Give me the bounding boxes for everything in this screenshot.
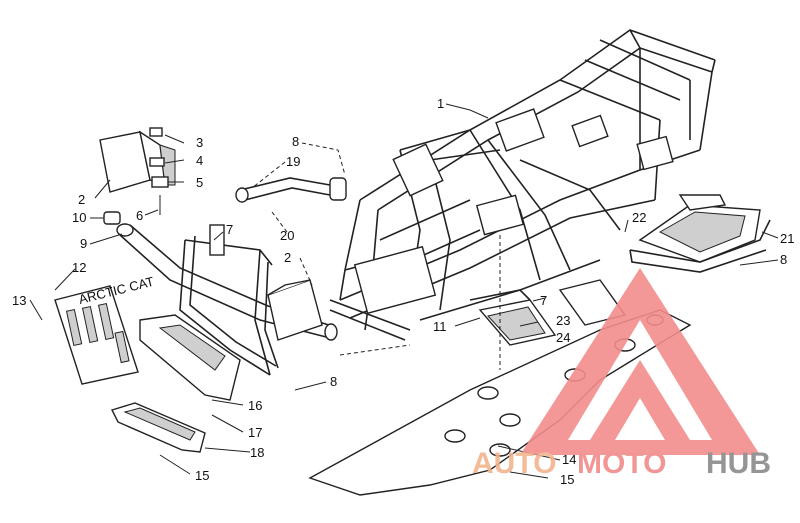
callout-15b: 15	[560, 472, 574, 487]
callout-15a: 15	[195, 468, 209, 483]
watermark-auto: AUTO	[472, 447, 556, 480]
watermark-triangle-icon	[520, 268, 760, 455]
upper-tube	[235, 177, 347, 203]
watermark-moto: MOTO	[577, 447, 666, 480]
callout-5: 5	[196, 175, 203, 190]
callout-12: 12	[72, 260, 86, 275]
callout-8b: 8	[330, 374, 337, 389]
callout-19: 19	[286, 154, 300, 169]
callout-23: 23	[556, 313, 570, 328]
callout-20: 20	[280, 228, 294, 243]
watermark: AUTO MOTO HUB	[472, 268, 771, 480]
callout-13: 13	[12, 293, 26, 308]
callout-8a: 8	[292, 134, 299, 149]
callout-21: 21	[780, 231, 794, 246]
footrest	[629, 194, 771, 273]
callout-17: 17	[248, 425, 262, 440]
callout-6: 6	[136, 208, 143, 223]
lower-guard	[111, 402, 206, 453]
callout-14: 14	[562, 452, 576, 467]
front-bumper-bracket	[179, 224, 279, 376]
callout-7a: 7	[226, 222, 233, 237]
callout-22: 22	[632, 210, 646, 225]
footrest-strip	[478, 299, 557, 346]
callout-16: 16	[248, 398, 262, 413]
leader-lines	[29, 103, 779, 479]
callout-7b: 7	[540, 293, 547, 308]
callout-24: 24	[556, 330, 570, 345]
callout-8c: 8	[780, 252, 787, 267]
callout-labels: 1 2 2 3 4 5 6 7 7 8 8 8 9 10 11 12 13 14…	[12, 96, 794, 487]
callout-11: 11	[433, 319, 447, 334]
callout-3: 3	[196, 135, 203, 150]
callout-2a: 2	[78, 192, 85, 207]
grille-plate-text: ARCTIC CAT	[77, 274, 155, 307]
headlight-right	[267, 279, 323, 341]
front-skid-panel	[139, 314, 241, 401]
callout-4: 4	[196, 153, 203, 168]
headlight-hardware	[103, 127, 169, 225]
watermark-hub: HUB	[706, 447, 771, 480]
callout-2b: 2	[284, 250, 291, 265]
main-frame	[329, 29, 716, 341]
callout-1: 1	[437, 96, 444, 111]
callout-10: 10	[72, 210, 86, 225]
callout-9: 9	[80, 236, 87, 251]
callout-18: 18	[250, 445, 264, 460]
